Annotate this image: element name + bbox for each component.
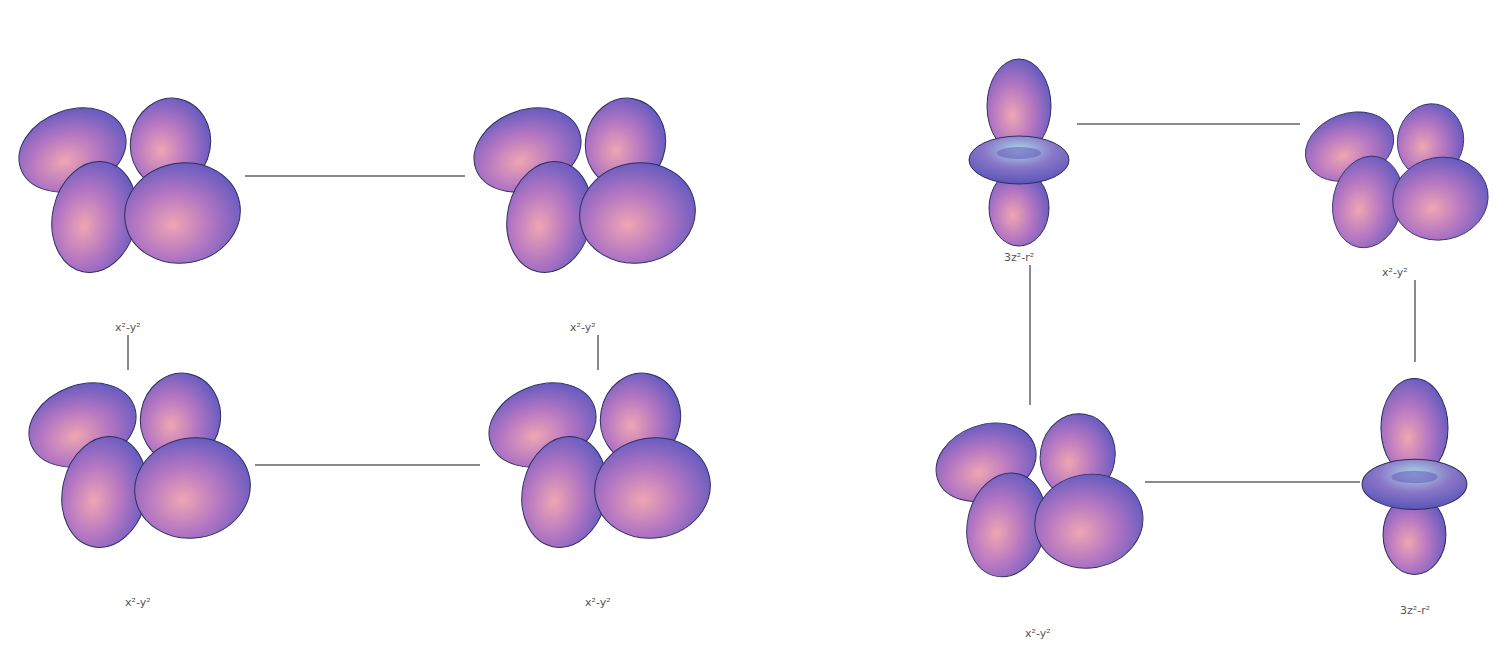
orbital-label: x²-y²: [582, 596, 614, 610]
torus-hole: [1391, 471, 1437, 484]
bond-line: [597, 335, 599, 370]
orbital-lobe: [127, 429, 255, 548]
bond-line: [1414, 280, 1416, 362]
orbital-node: x²-y²: [20, 370, 255, 610]
orbital-lobe: [572, 154, 700, 273]
orbital-node: 3z²-r²: [962, 58, 1077, 265]
orbital-node: x²-y²: [480, 370, 715, 610]
bond-line: [127, 335, 129, 370]
orbital-torus: [1362, 459, 1467, 509]
orbital-label: x²-y²: [1022, 627, 1054, 641]
orbital-drawing: [10, 95, 245, 275]
orbital-lobe: [587, 429, 715, 548]
orbital-torus: [969, 136, 1069, 184]
orbital-node: x²-y²: [1300, 88, 1490, 280]
orbital-drawing: [465, 95, 700, 275]
orbital-drawing: [962, 58, 1077, 248]
orbital-label: x²-y²: [122, 596, 154, 610]
orbital-lobe: [1386, 150, 1490, 248]
bond-line: [1029, 265, 1031, 405]
orbital-drawing: [930, 405, 1145, 585]
orbital-node: 3z²-r²: [1360, 362, 1470, 618]
orbital-lobe: [1027, 466, 1145, 577]
orbital-drawing: [480, 370, 715, 550]
orbital-drawing: [1360, 362, 1470, 592]
orbital-label: 3z²-r²: [1001, 251, 1037, 265]
bond-line: [1077, 123, 1300, 125]
orbital-drawing: [20, 370, 255, 550]
bond-line: [255, 464, 480, 466]
orbital-node: x²-y²: [465, 95, 700, 335]
bond-line: [1145, 481, 1360, 483]
orbital-node: x²-y²: [930, 405, 1145, 641]
orbital-drawing: [1300, 88, 1490, 263]
orbital-lobe: [117, 154, 245, 273]
orbital-label: 3z²-r²: [1397, 604, 1433, 618]
orbital-node: x²-y²: [10, 95, 245, 335]
orbital-label: x²-y²: [1379, 266, 1411, 280]
torus-hole: [997, 147, 1041, 159]
orbital-label: x²-y²: [112, 321, 144, 335]
bond-line: [245, 175, 465, 177]
orbital-label: x²-y²: [567, 321, 599, 335]
